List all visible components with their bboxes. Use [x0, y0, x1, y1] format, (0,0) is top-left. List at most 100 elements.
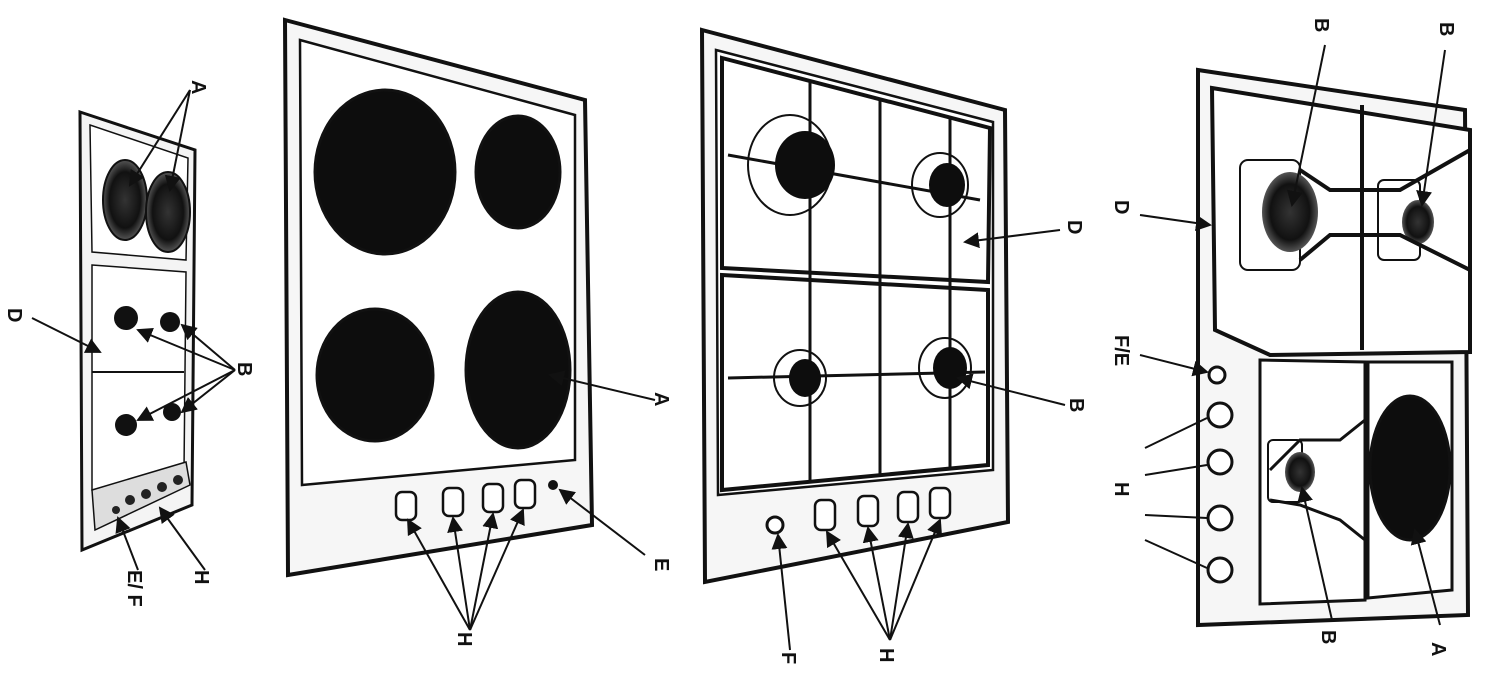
burner-small-bottom: [1285, 452, 1315, 492]
burner-small: [789, 359, 821, 397]
pointer-b-2: [180, 323, 236, 371]
knob: [173, 475, 183, 485]
label-b-bottom: B: [1317, 630, 1339, 644]
pointer-h-1: [1144, 417, 1208, 449]
label-d: D: [3, 308, 25, 322]
pointer-a: [548, 370, 656, 401]
control-knob: [928, 486, 952, 520]
pan-support-grid-bottom: [720, 272, 990, 493]
ignition-button: [1207, 365, 1227, 385]
pointer-b-3: [136, 369, 236, 421]
label-h: H: [875, 648, 897, 662]
pointer-h-3: [1144, 514, 1208, 519]
burner-large: [775, 131, 835, 199]
hotplate-small-top: [474, 114, 562, 230]
pointer-b: [956, 373, 1066, 406]
pan-support: [1269, 498, 1366, 542]
label-h: H: [453, 632, 475, 646]
hob-mixed-large: B B D F/E H B A: [1110, 18, 1472, 656]
control-knob: [513, 478, 537, 510]
burner-medium-top: [929, 163, 965, 207]
control-knob: [856, 494, 880, 528]
pointer-h-4: [889, 518, 942, 641]
label-b-top-left: B: [1310, 18, 1332, 32]
pan-support: [1268, 418, 1366, 472]
pointer-b-1: [136, 327, 236, 371]
label-e: E: [650, 558, 672, 571]
electric-hotplate: [1368, 394, 1452, 542]
ignition-button: [765, 515, 785, 535]
pointer-b-4: [180, 369, 236, 414]
hotplate-large-top: [313, 88, 457, 256]
control-knob: [481, 482, 505, 514]
burner-small-top: [1402, 200, 1434, 244]
pointer-b-top-left: [1286, 44, 1326, 207]
label-b-top-right: B: [1435, 22, 1457, 36]
gas-zone-top: [1209, 85, 1472, 358]
label-h: H: [1110, 482, 1132, 496]
gas-zone: [91, 264, 187, 491]
control-knob: [1206, 504, 1234, 532]
electric-plate-1: [102, 159, 148, 241]
hotplate-left-bottom: [315, 307, 435, 443]
pointer-a-1: [128, 89, 191, 187]
pointer-h-1: [407, 518, 471, 631]
pointer-h-3: [889, 522, 914, 641]
pointer-h-2: [1144, 464, 1208, 476]
label-ef: E/ F: [123, 570, 145, 607]
hob-gas: D B F H: [699, 27, 1087, 664]
pointer-fe: [1139, 354, 1209, 377]
control-knob: [1206, 401, 1234, 429]
electric-plate-2: [145, 171, 191, 253]
label-f: F: [777, 652, 799, 664]
gas-burner-3: [115, 414, 137, 436]
control-knob: [1206, 556, 1234, 584]
gas-burner-2: [160, 312, 180, 332]
pointer-a-2: [164, 89, 191, 192]
label-fe: F/E: [1110, 335, 1132, 366]
label-h: H: [190, 570, 212, 584]
burner-ring: [911, 152, 969, 218]
pan-support: [1298, 148, 1471, 192]
pointer-d: [1139, 214, 1212, 231]
indicator-light: [548, 480, 558, 490]
pointer-h: [158, 506, 206, 571]
hotplate-right-bottom: [464, 290, 572, 450]
pointer-b-bottom: [1297, 486, 1333, 621]
knob: [141, 489, 151, 499]
control-knob: [896, 490, 920, 524]
hob-mixed-small: A B D H E/ F: [3, 80, 255, 607]
knob: [157, 482, 167, 492]
burner-large: [1262, 172, 1318, 252]
pointer-d: [963, 229, 1061, 249]
label-b: B: [1065, 398, 1087, 412]
hob-electric: A E H: [282, 17, 672, 646]
label-b: B: [233, 362, 255, 376]
pointer-h-2: [862, 526, 891, 641]
label-d: D: [1110, 200, 1132, 214]
label-d: D: [1063, 220, 1085, 234]
burner-ring: [918, 337, 972, 399]
pan-support-grid-top: [720, 55, 993, 285]
pointer-e: [558, 488, 646, 556]
burner-medium-bottom: [933, 347, 967, 389]
pointer-h-3: [469, 512, 499, 631]
pointer-a: [1410, 528, 1441, 626]
pointer-b-top-right: [1416, 49, 1446, 207]
label-a: A: [650, 392, 672, 406]
control-knob: [394, 490, 418, 522]
pointer-h-4: [469, 508, 525, 631]
label-a: A: [1427, 642, 1449, 656]
pointer-ef: [115, 516, 139, 571]
pointer-h-1: [825, 530, 891, 641]
pointer-h-4: [1144, 539, 1208, 569]
pan-support: [1298, 233, 1471, 272]
control-knob: [1206, 448, 1234, 476]
label-a: A: [187, 80, 209, 94]
gas-burner-1: [114, 306, 138, 330]
pointer-d: [31, 317, 102, 353]
control-knob: [813, 498, 837, 532]
pointer-f: [771, 533, 791, 651]
